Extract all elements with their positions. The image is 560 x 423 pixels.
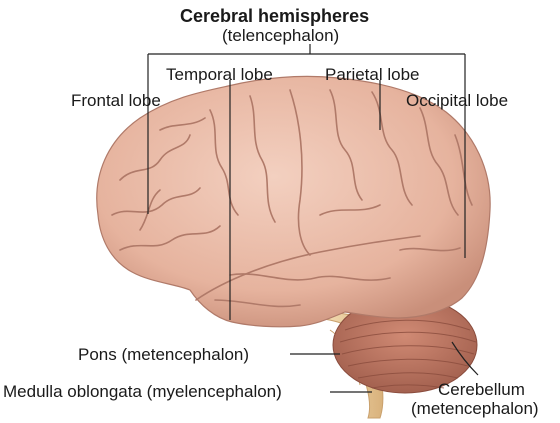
label-temporal-lobe: Temporal lobe	[166, 65, 273, 84]
label-pons: Pons (metencephalon)	[78, 345, 250, 364]
label-parietal-lobe: Parietal lobe	[325, 65, 420, 84]
cerebrum-shape	[96, 75, 491, 328]
label-occipital-lobe: Occipital lobe	[406, 91, 509, 110]
label-frontal-lobe: Frontal lobe	[71, 91, 161, 110]
label-cerebellum: Cerebellum	[438, 380, 525, 399]
label-medulla: Medulla oblongata (myelencephalon)	[3, 382, 282, 401]
diagram-title: Cerebral hemispheres	[180, 6, 370, 26]
label-cerebellum-metencephalon: (metencephalon)	[411, 399, 539, 418]
diagram-subtitle: (telencephalon)	[222, 26, 340, 45]
